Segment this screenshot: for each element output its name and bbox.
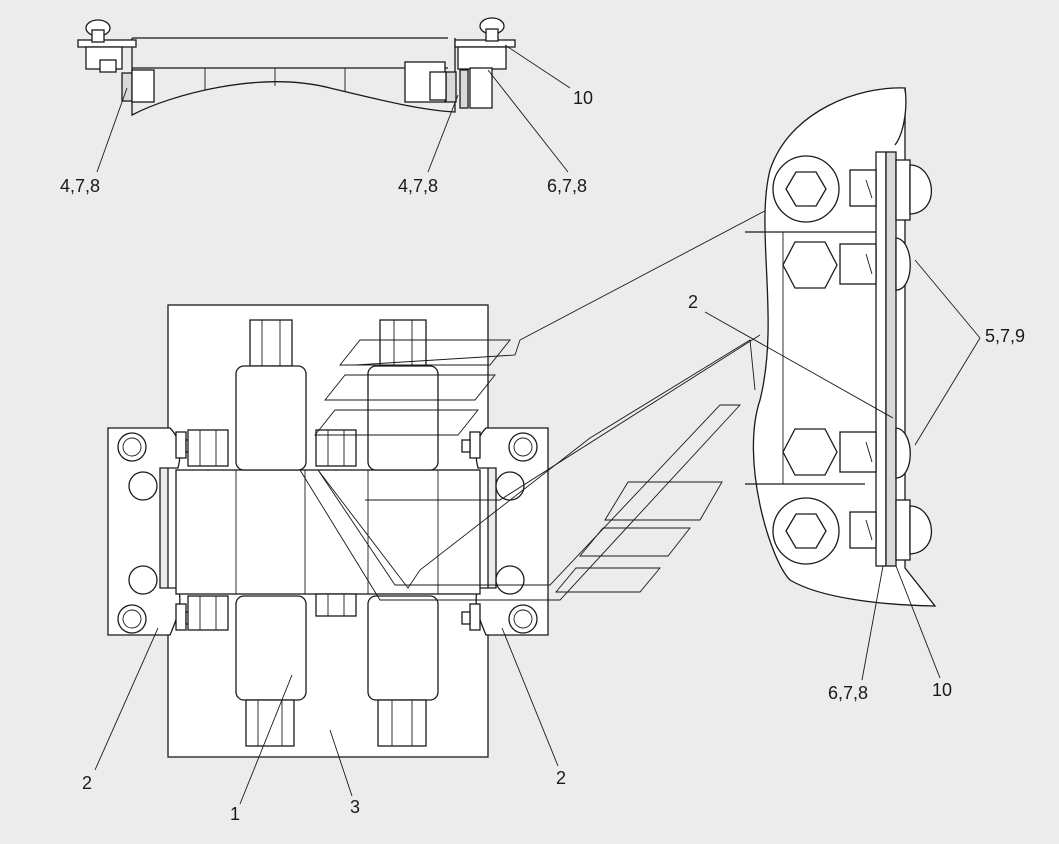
label-detail-bracket: 2	[688, 292, 698, 312]
valve-right	[367, 319, 439, 747]
top-left-bolt	[77, 19, 155, 103]
label-detail-10: 10	[932, 680, 952, 700]
right-bracket	[461, 427, 549, 636]
label-plate: 3	[350, 797, 360, 817]
label-detail-579: 5,7,9	[985, 326, 1025, 346]
label-left-bracket: 2	[82, 773, 92, 793]
top-view	[77, 17, 571, 173]
manifold-block	[175, 469, 481, 595]
label-right-bracket: 2	[556, 768, 566, 788]
top-right-bolt	[429, 17, 516, 109]
direction-arrow-graphic	[299, 194, 796, 601]
label-top-10: 10	[573, 88, 593, 108]
label-top-right: 6,7,8	[547, 176, 587, 196]
valve-left	[235, 319, 307, 747]
left-bracket	[107, 427, 195, 636]
label-valve: 1	[230, 804, 240, 824]
label-detail-678: 6,7,8	[828, 683, 868, 703]
label-top-left: 4,7,8	[60, 176, 100, 196]
detail-view	[704, 87, 981, 681]
label-top-mid: 4,7,8	[398, 176, 438, 196]
main-view	[94, 194, 796, 805]
